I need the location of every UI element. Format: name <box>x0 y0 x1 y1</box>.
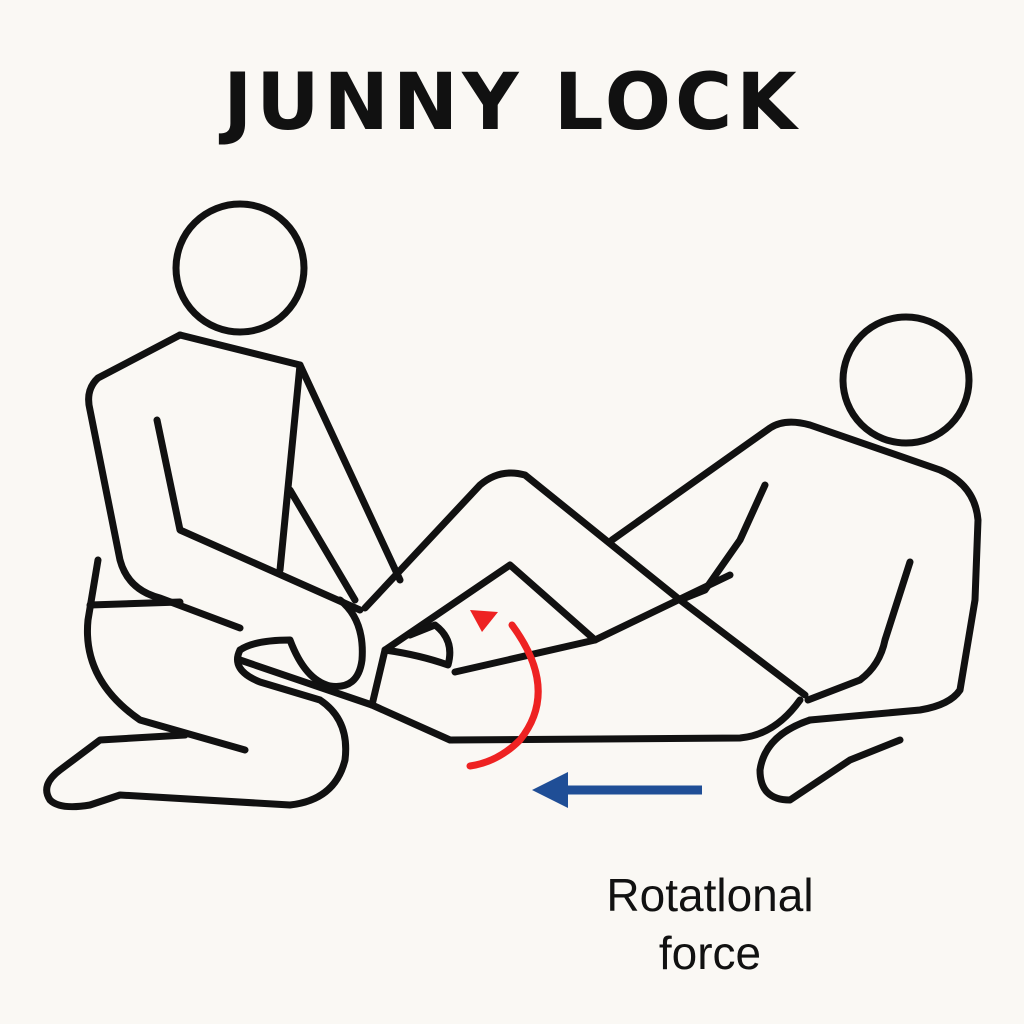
push-arrow <box>532 772 702 808</box>
kneeling-figure-hand <box>236 596 366 690</box>
force-annotation-line-1: Rotatlonal <box>606 869 814 921</box>
kneeling-figure-forearm <box>286 486 359 604</box>
reclining-figure-shin <box>381 561 734 654</box>
kneeling-figure-head <box>172 200 308 336</box>
rotation-arrowhead-icon <box>470 610 498 632</box>
kneeling-figure-knee <box>43 646 350 811</box>
diagram-title: JUNNY LOCK <box>223 58 801 148</box>
reclining-figure-hand <box>756 716 904 804</box>
reclining-figure-calf <box>451 636 599 676</box>
reclining-figure-shoulders <box>608 418 982 724</box>
kneeling-figure-inner-arm <box>153 416 364 614</box>
kneeling-figure-thigh <box>83 556 249 754</box>
kneeling-figure-waist <box>86 598 184 609</box>
kneeling-figure-lower-leg <box>236 656 376 709</box>
force-annotation: Rotatlonal force <box>560 866 860 982</box>
reclining-figure-heel <box>381 621 454 669</box>
push-arrowhead-icon <box>532 772 568 808</box>
reclining-figure <box>236 313 982 804</box>
reclining-figure-foot <box>368 646 804 744</box>
rotation-arrow-arc <box>466 621 542 770</box>
reclining-figure-head <box>839 313 973 447</box>
force-annotation-line-2: force <box>658 927 762 979</box>
kneeling-figure <box>43 200 404 811</box>
reclining-figure-leg-bent <box>361 469 809 699</box>
kneeling-figure-chest-line <box>276 361 304 574</box>
reclining-figure-chest <box>676 481 769 604</box>
rotation-arrow <box>466 610 542 770</box>
kneeling-figure-torso <box>85 331 244 632</box>
reclining-figure-arm <box>804 558 914 704</box>
